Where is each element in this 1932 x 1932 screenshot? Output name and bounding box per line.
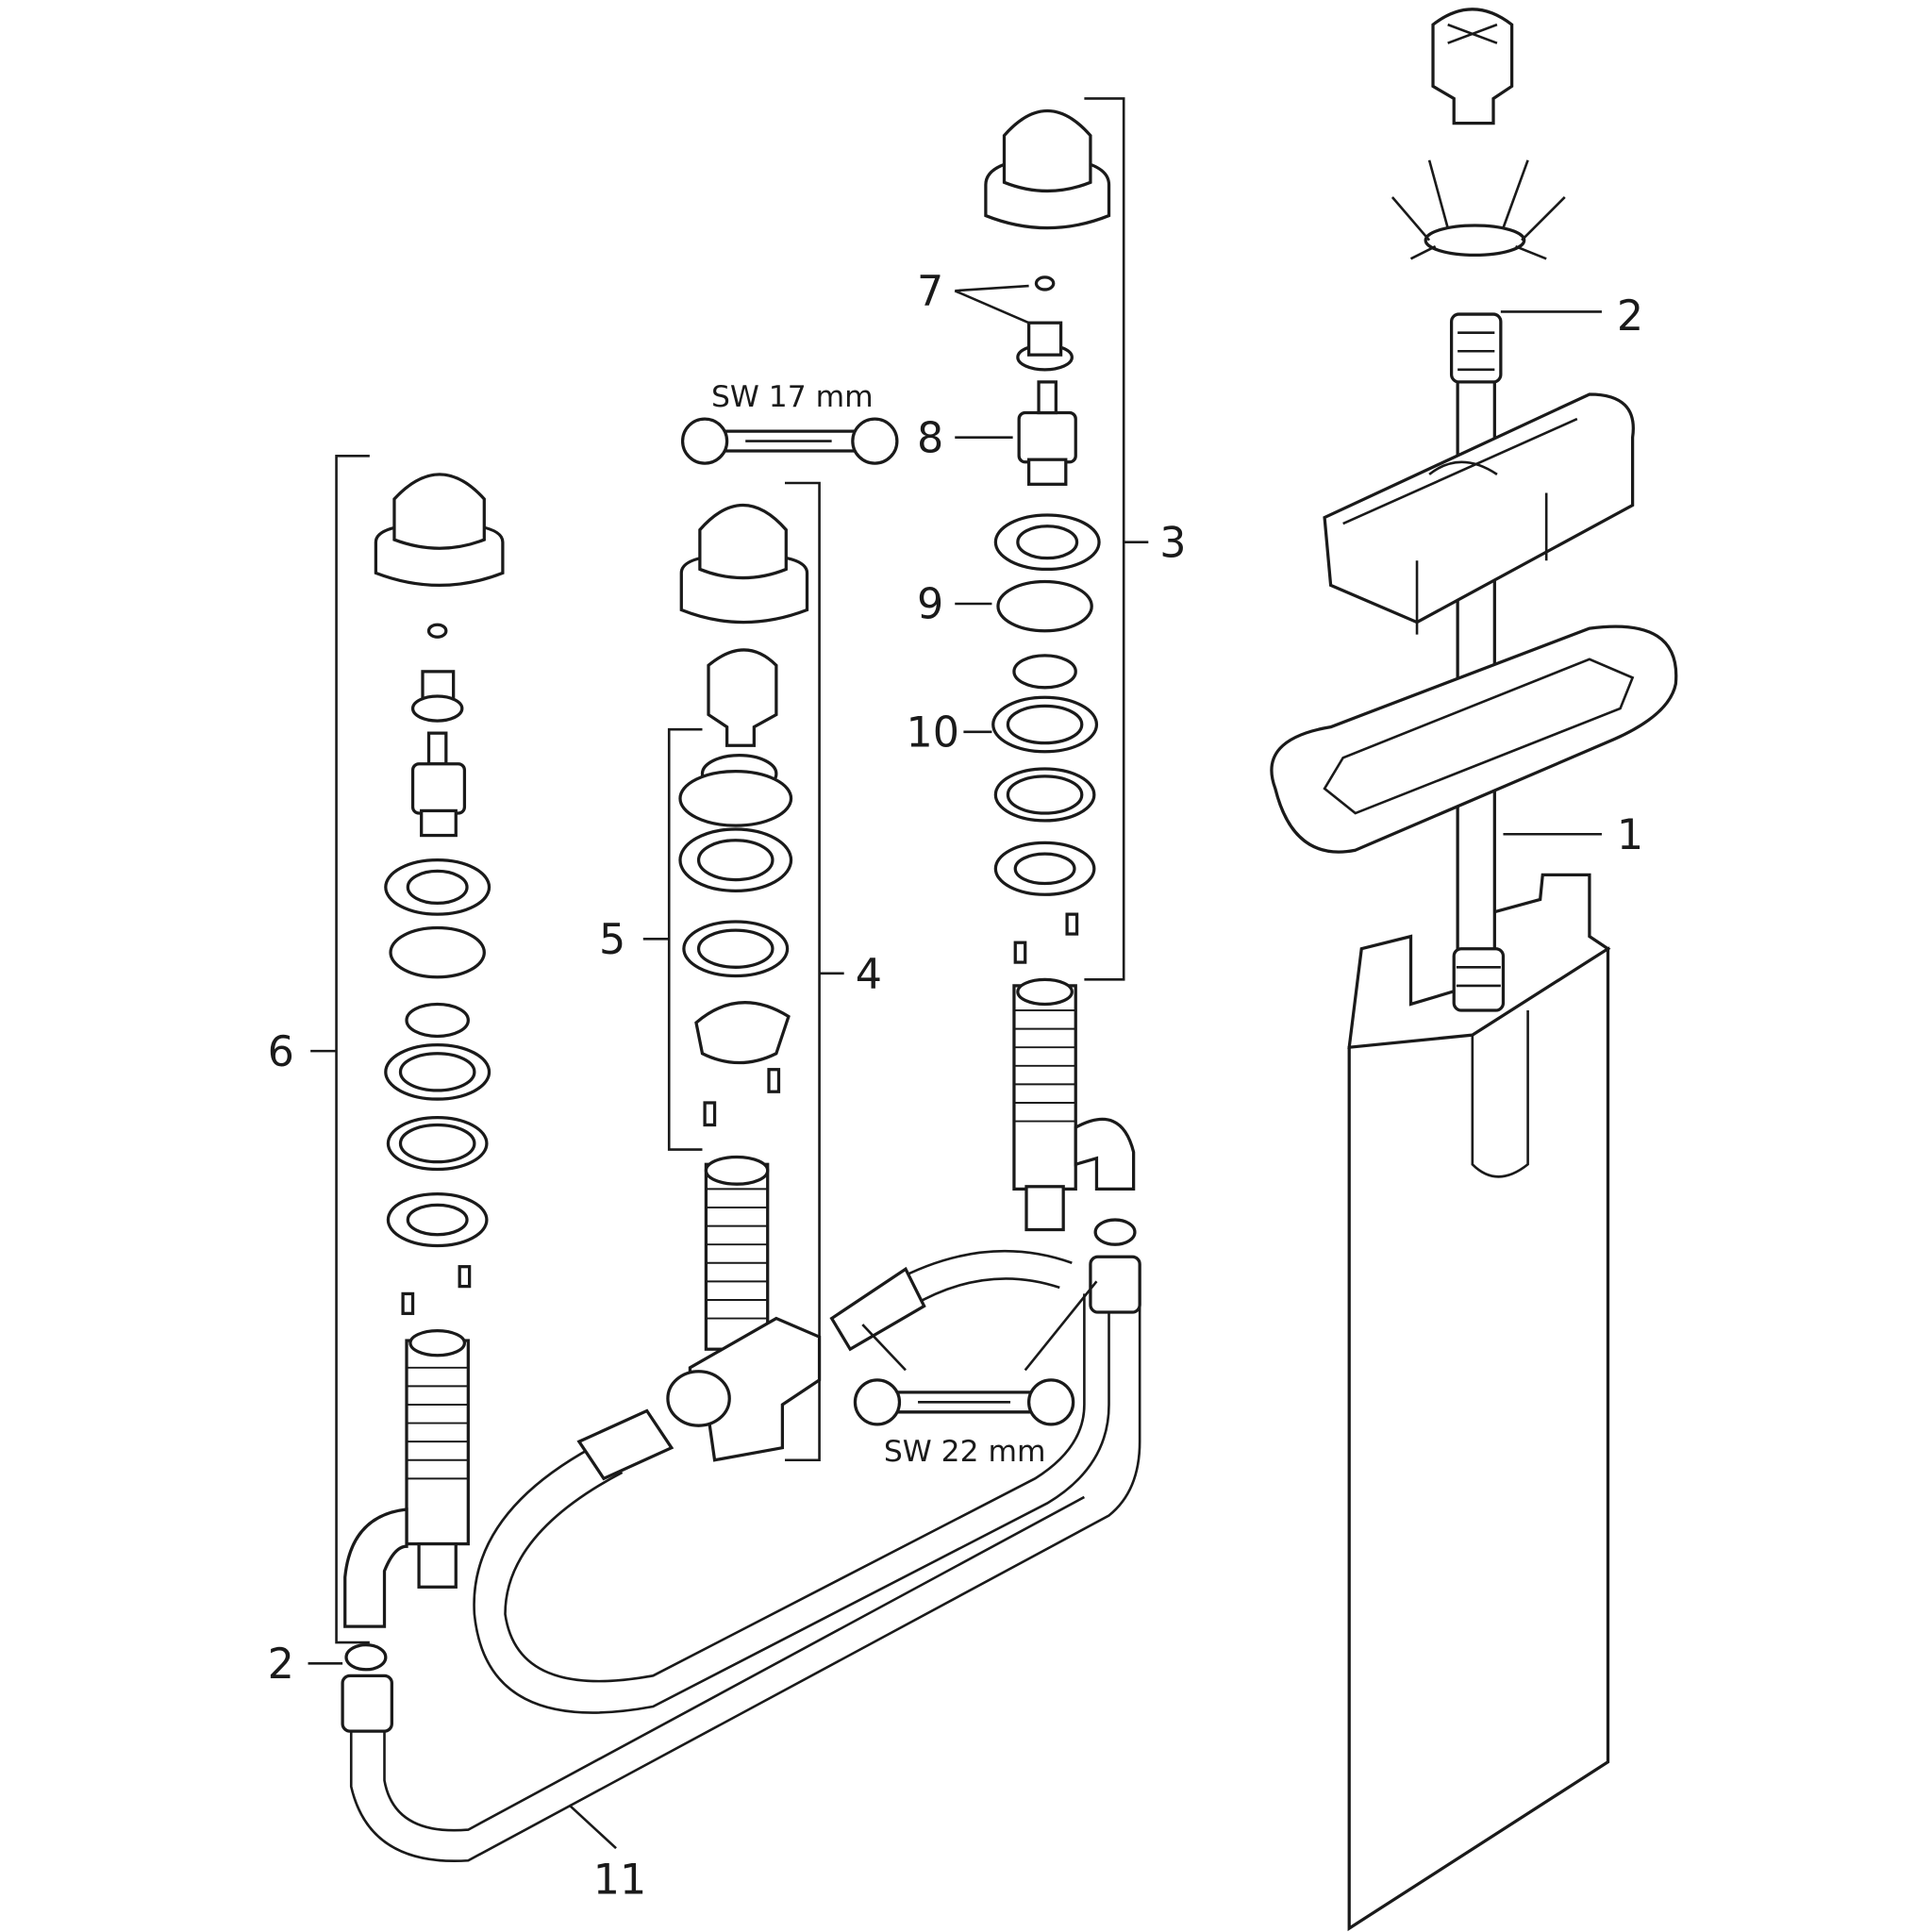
gasket-plate [1270, 625, 1678, 854]
callout-11: 11 [593, 1857, 647, 1905]
center-diverter-assembly [666, 503, 822, 1462]
wrench-size-22-label: SW 22 mm [884, 1435, 1046, 1469]
wrench-sw17 [680, 417, 899, 465]
callout-2-top: 2 [1617, 292, 1643, 341]
callout-1: 1 [1617, 811, 1643, 859]
wrench-sw22 [853, 1378, 1075, 1426]
callout-4: 4 [856, 951, 882, 999]
callout-6: 6 [268, 1028, 294, 1076]
callout-5: 5 [599, 916, 625, 964]
leader-lines [308, 97, 1602, 1850]
wrench-size-17-label: SW 17 mm [711, 380, 874, 414]
shelf-tray [1323, 392, 1635, 635]
installation-box [1347, 873, 1611, 1932]
riser-pipe [1449, 312, 1506, 1012]
callout-3: 3 [1159, 519, 1186, 567]
callout-7: 7 [917, 268, 943, 316]
callout-9: 9 [917, 581, 943, 629]
callout-8: 8 [917, 414, 943, 462]
star-spring-clip [1391, 159, 1566, 260]
top-cap [1431, 8, 1514, 125]
hoses [341, 1218, 1141, 1863]
callout-2-bottom: 2 [268, 1641, 294, 1689]
callout-10: 10 [906, 709, 959, 758]
right-valve-assembly [984, 108, 1136, 1232]
left-valve-assembly [343, 473, 505, 1628]
